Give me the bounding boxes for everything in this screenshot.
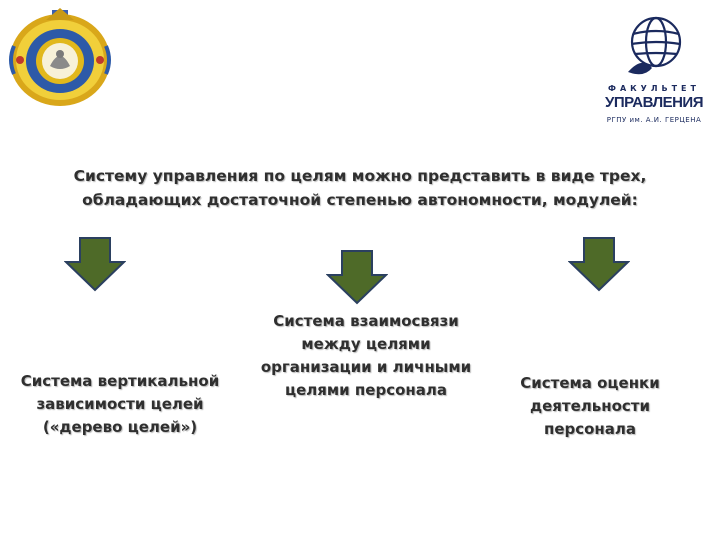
module-goal-relationship: Система взаимосвязи между целями организ… bbox=[260, 312, 472, 399]
module-performance-evaluation: Система оценки деятельности персонала bbox=[520, 374, 660, 438]
globe-icon bbox=[628, 16, 682, 75]
slide-heading: Систему управления по целям можно предст… bbox=[73, 167, 647, 209]
faculty-logo: ФАКУЛЬТЕТ УПРАВЛЕНИЯ РГПУ им. А.И. ГЕРЦЕ… bbox=[598, 12, 710, 136]
module-vertical-goals: Система вертикальной зависимости целей (… bbox=[20, 372, 220, 436]
logo-subtitle-text: РГПУ им. А.И. ГЕРЦЕНА bbox=[606, 116, 702, 124]
emblem-icon bbox=[9, 8, 111, 106]
logo-faculty-text: ФАКУЛЬТЕТ bbox=[608, 84, 700, 93]
logo-title-text: УПРАВЛЕНИЯ bbox=[604, 94, 704, 111]
down-arrow-icon bbox=[64, 237, 126, 292]
down-arrow-icon bbox=[568, 237, 630, 292]
down-arrow-icon bbox=[326, 250, 388, 305]
